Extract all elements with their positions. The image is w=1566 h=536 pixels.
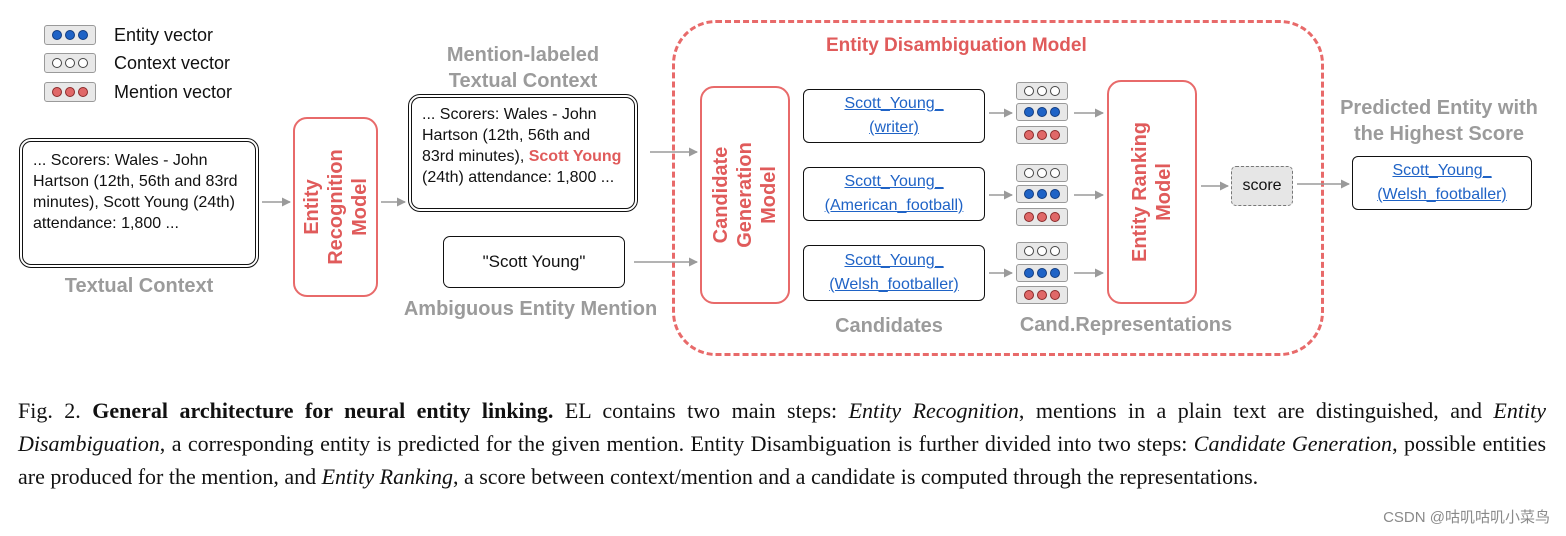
context-vector-swatch — [1016, 242, 1068, 260]
red-dot-icon — [1037, 130, 1047, 140]
white-dot-icon — [52, 58, 62, 68]
score-label: score — [1242, 177, 1282, 194]
candidates-label: Candidates — [835, 315, 943, 337]
blue-dot-icon — [1024, 268, 1034, 278]
score-box: score — [1231, 166, 1293, 206]
white-dot-icon — [1037, 86, 1047, 96]
red-dot-icon — [52, 87, 62, 97]
caption-title: General architecture for neural entity l… — [92, 398, 554, 423]
red-dot-icon — [1037, 290, 1047, 300]
legend-context-vector-label: Context vector — [114, 53, 231, 73]
blue-dot-icon — [1050, 268, 1060, 278]
mention-labeled-context-text-after: (24th) attendance: 1,800 ... — [422, 169, 615, 186]
blue-dot-icon — [1050, 107, 1060, 117]
candidate-box: Scott_Young_ (writer) — [803, 89, 985, 143]
entity-recognition-model-box: Entity Recognition Model — [293, 117, 378, 297]
white-dot-icon — [1024, 246, 1034, 256]
legend-mention-vector-label: Mention vector — [114, 82, 233, 102]
blue-dot-icon — [65, 30, 75, 40]
prediction-title: Predicted Entity with the Highest Score — [1340, 97, 1538, 145]
mention-labeled-context-box: ... Scorers: Wales - John Hartson (12th,… — [408, 94, 638, 212]
textual-context-text: ... Scorers: Wales - John Hartson (12th,… — [33, 152, 238, 232]
blue-dot-icon — [1024, 189, 1034, 199]
legend-mention-vector-swatch — [44, 82, 96, 102]
textual-context-box: ... Scorers: Wales - John Hartson (12th,… — [19, 138, 259, 268]
blue-dot-icon — [1024, 107, 1034, 117]
white-dot-icon — [1050, 168, 1060, 178]
candidate-link-line2[interactable]: (American_football) — [824, 197, 964, 214]
ambiguous-mention-label: Ambiguous Entity Mention — [403, 298, 658, 320]
predicted-entity-box: Scott_Young_ (Welsh_footballer) — [1352, 156, 1532, 210]
blue-dot-icon — [1037, 107, 1047, 117]
mention-labeled-context-text-before: ... Scorers: Wales - John Hartson (12th,… — [422, 106, 597, 165]
candidate-link-line1[interactable]: Scott_Young_ — [844, 95, 944, 112]
entity-disambiguation-title: Entity Disambiguation Model — [826, 35, 1087, 56]
blue-dot-icon — [52, 30, 62, 40]
entity-ranking-model-box: Entity Ranking Model — [1107, 80, 1197, 304]
highlighted-mention: Scott Young — [528, 148, 622, 165]
red-dot-icon — [1050, 212, 1060, 222]
legend-entity-vector-swatch — [44, 25, 96, 45]
white-dot-icon — [78, 58, 88, 68]
candidate-box: Scott_Young_ (Welsh_footballer) — [803, 245, 985, 301]
white-dot-icon — [65, 58, 75, 68]
white-dot-icon — [1050, 246, 1060, 256]
watermark: CSDN @咕叽咕叽小菜鸟 — [1383, 509, 1550, 526]
red-dot-icon — [1037, 212, 1047, 222]
candidate-box: Scott_Young_ (American_football) — [803, 167, 985, 221]
white-dot-icon — [1037, 168, 1047, 178]
ambiguous-mention-box: "Scott Young" — [443, 236, 625, 288]
legend-context-vector-swatch — [44, 53, 96, 73]
context-vector-swatch — [1016, 164, 1068, 182]
predicted-entity-link-line2[interactable]: (Welsh_footballer) — [1377, 186, 1507, 203]
candidate-generation-model-box: Candidate Generation Model — [700, 86, 790, 304]
mention-vector-swatch — [1016, 126, 1068, 144]
blue-dot-icon — [78, 30, 88, 40]
candidate-link-line1[interactable]: Scott_Young_ — [844, 173, 944, 190]
mention-vector-swatch — [1016, 208, 1068, 226]
entity-disambiguation-region — [672, 20, 1324, 356]
figure-caption: Fig. 2. General architecture for neural … — [18, 398, 1547, 489]
entity-vector-swatch — [1016, 264, 1068, 282]
entity-vector-swatch — [1016, 103, 1068, 121]
red-dot-icon — [1050, 290, 1060, 300]
ambiguous-mention-text: "Scott Young" — [482, 252, 586, 271]
blue-dot-icon — [1037, 268, 1047, 278]
blue-dot-icon — [1050, 189, 1060, 199]
textual-context-label: Textual Context — [64, 275, 214, 297]
cand-representations-label: Cand.Representations — [1019, 314, 1233, 336]
mention-labeled-context-title: Mention-labeled Textual Context — [446, 44, 600, 92]
legend-entity-vector-label: Entity vector — [114, 25, 214, 45]
white-dot-icon — [1037, 246, 1047, 256]
red-dot-icon — [1024, 212, 1034, 222]
red-dot-icon — [65, 87, 75, 97]
blue-dot-icon — [1037, 189, 1047, 199]
red-dot-icon — [78, 87, 88, 97]
white-dot-icon — [1050, 86, 1060, 96]
red-dot-icon — [1050, 130, 1060, 140]
red-dot-icon — [1024, 290, 1034, 300]
white-dot-icon — [1024, 168, 1034, 178]
predicted-entity-link-line1[interactable]: Scott_Young_ — [1392, 162, 1492, 179]
mention-vector-swatch — [1016, 286, 1068, 304]
entity-vector-swatch — [1016, 185, 1068, 203]
candidate-link-line2[interactable]: (Welsh_footballer) — [829, 276, 959, 293]
context-vector-swatch — [1016, 82, 1068, 100]
white-dot-icon — [1024, 86, 1034, 96]
candidate-link-line1[interactable]: Scott_Young_ — [844, 252, 944, 269]
red-dot-icon — [1024, 130, 1034, 140]
candidate-link-line2[interactable]: (writer) — [869, 119, 919, 136]
